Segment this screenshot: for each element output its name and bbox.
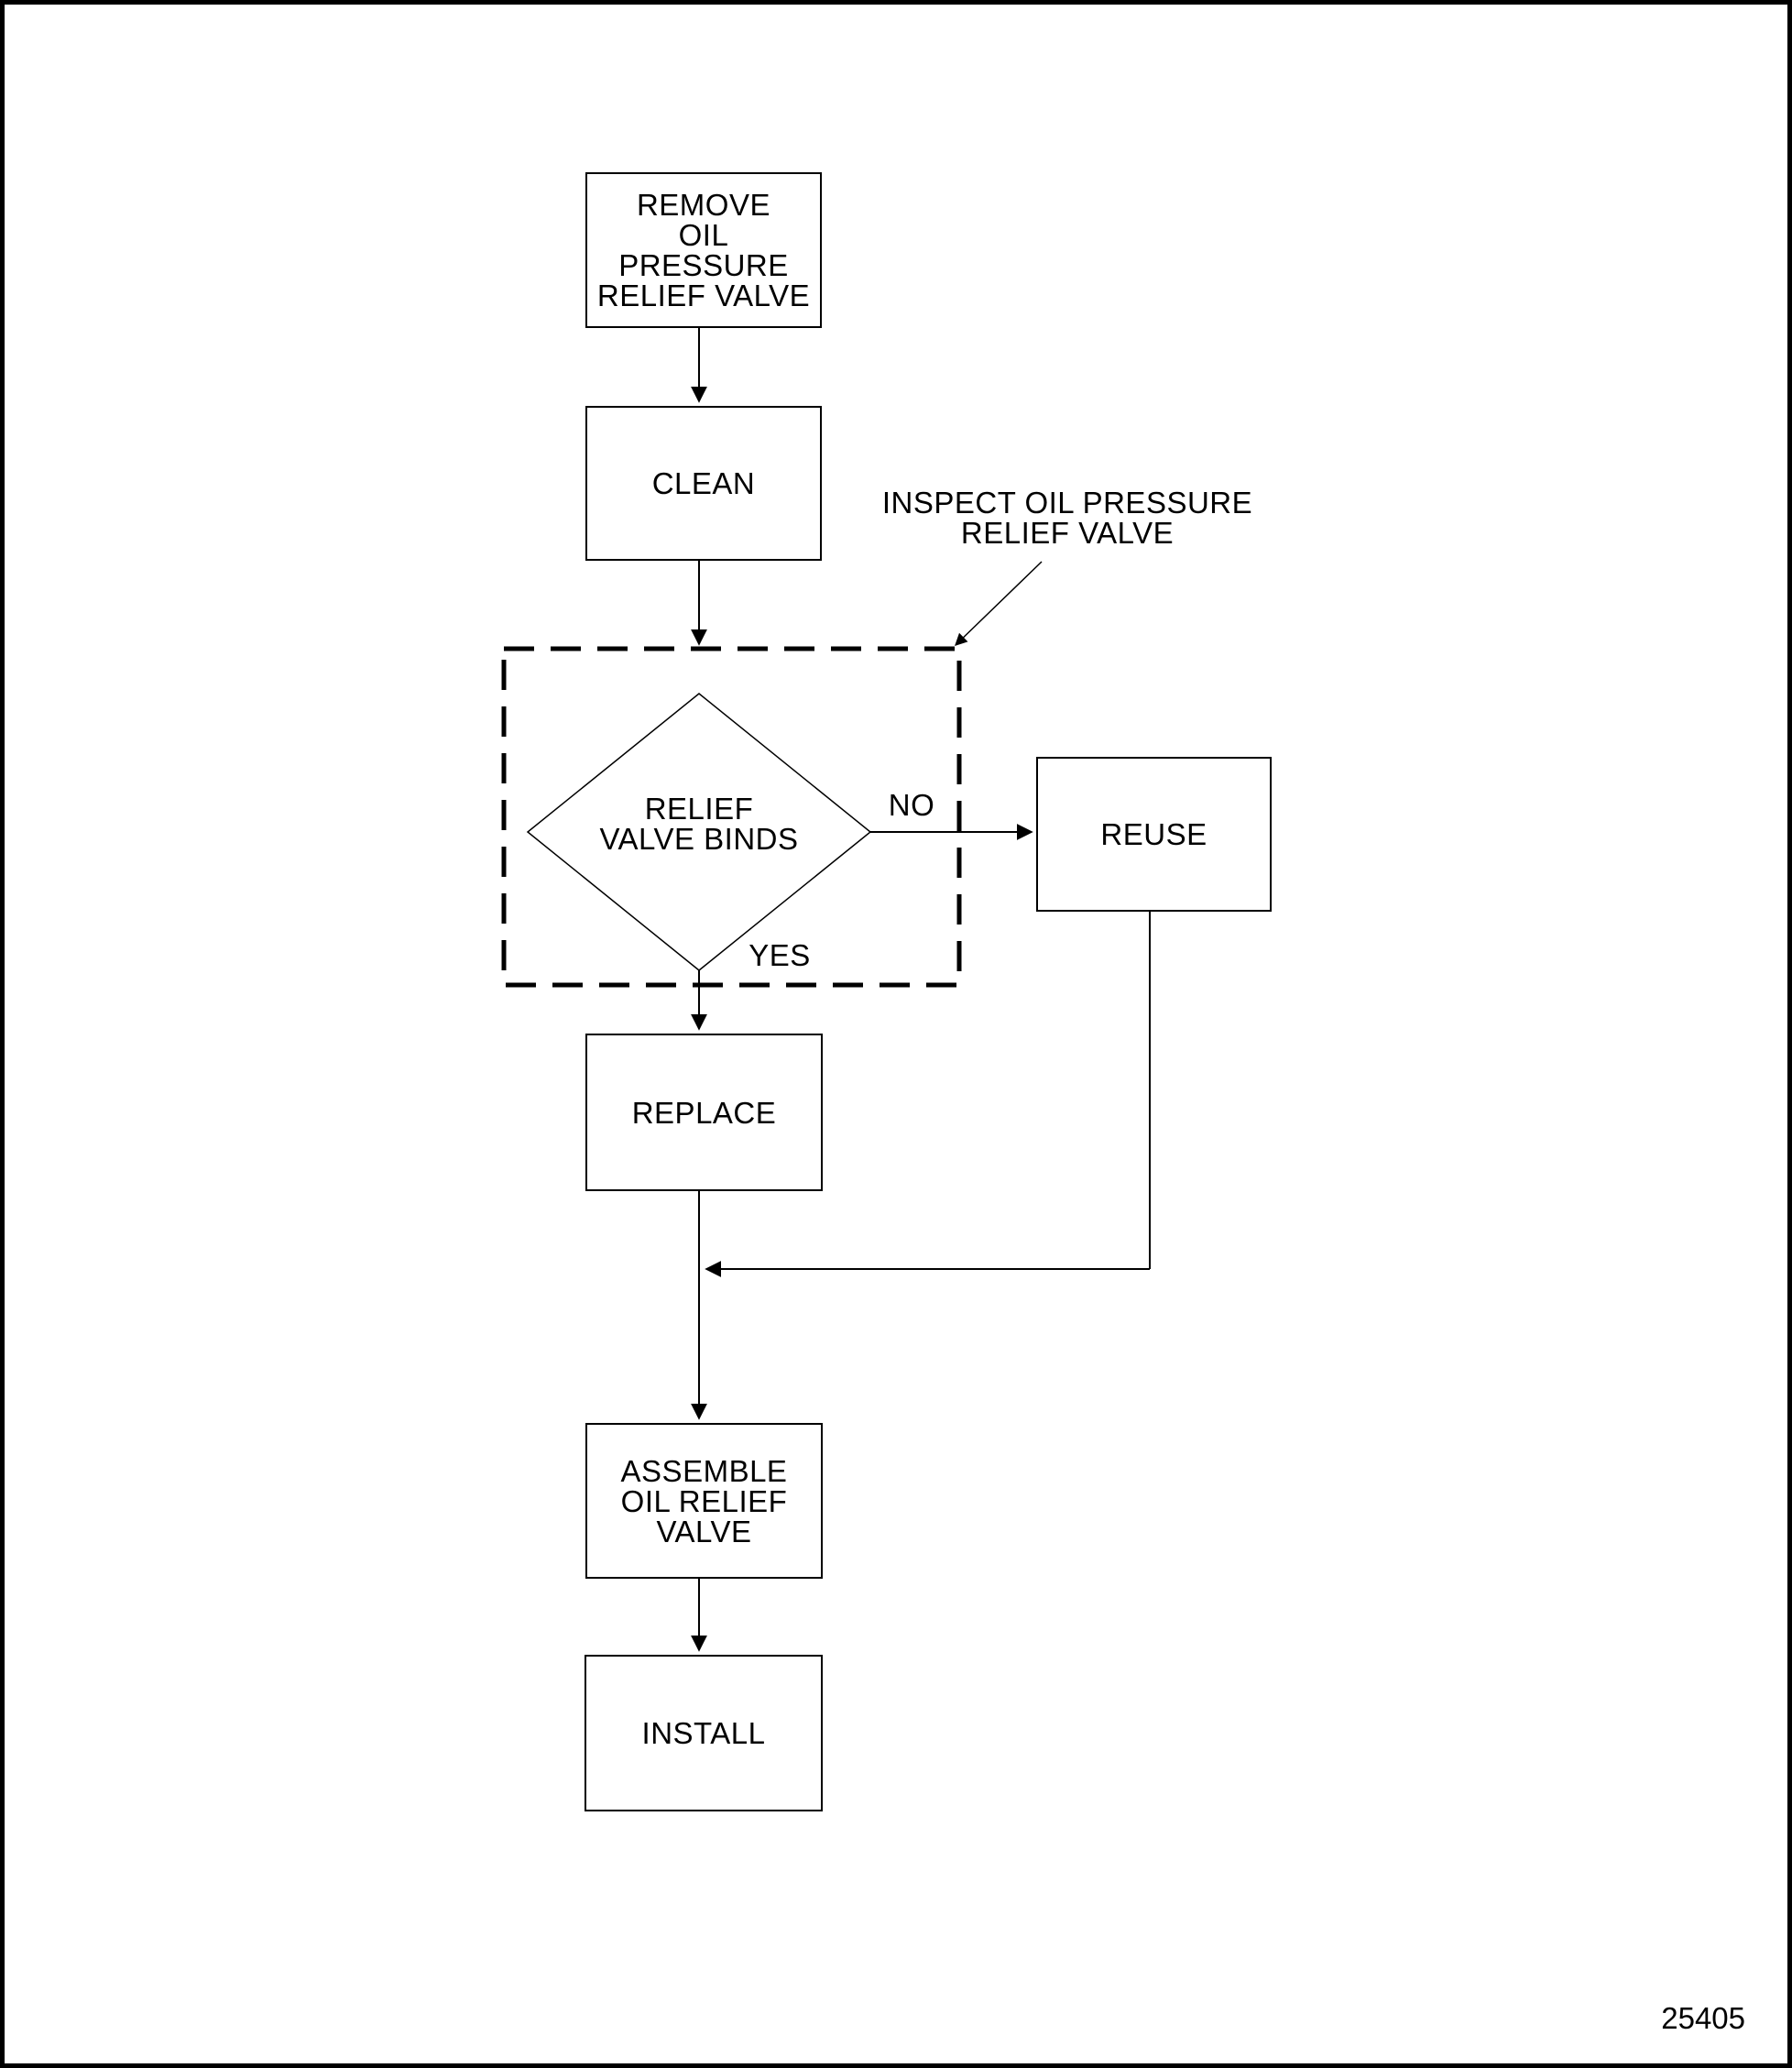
node-remove-oil-pressure-relief-valve: REMOVE OIL PRESSURE RELIEF VALVE <box>585 172 822 328</box>
yes-branch-label: YES <box>748 938 811 972</box>
inspect-annotation-label: INSPECT OIL PRESSURE RELIEF VALVE <box>881 486 1253 550</box>
no-branch-label: NO <box>888 788 935 822</box>
node-install: INSTALL <box>585 1655 823 1811</box>
inspect-leader-arrow <box>955 561 1043 646</box>
connector-layer <box>501 328 1151 1652</box>
node-label: CLEAN <box>651 466 756 500</box>
inspect-dashed-boundary <box>501 646 962 988</box>
node-label: INSTALL <box>641 1716 766 1750</box>
node-label: REPLACE <box>631 1095 777 1130</box>
node-reuse: REUSE <box>1036 757 1272 912</box>
node-assemble-oil-relief-valve: ASSEMBLE OIL RELIEF VALVE <box>585 1423 823 1579</box>
decision-label-relief-valve-binds: RELIEF VALVE BINDS <box>599 792 799 856</box>
node-label: ASSEMBLE OIL RELIEF VALVE <box>620 1453 788 1548</box>
node-label: REMOVE OIL PRESSURE RELIEF VALVE <box>596 188 811 312</box>
node-replace: REPLACE <box>585 1034 823 1191</box>
node-label: REUSE <box>1100 817 1207 851</box>
node-clean: CLEAN <box>585 406 822 561</box>
figure-number: 25405 <box>1661 2001 1745 2035</box>
